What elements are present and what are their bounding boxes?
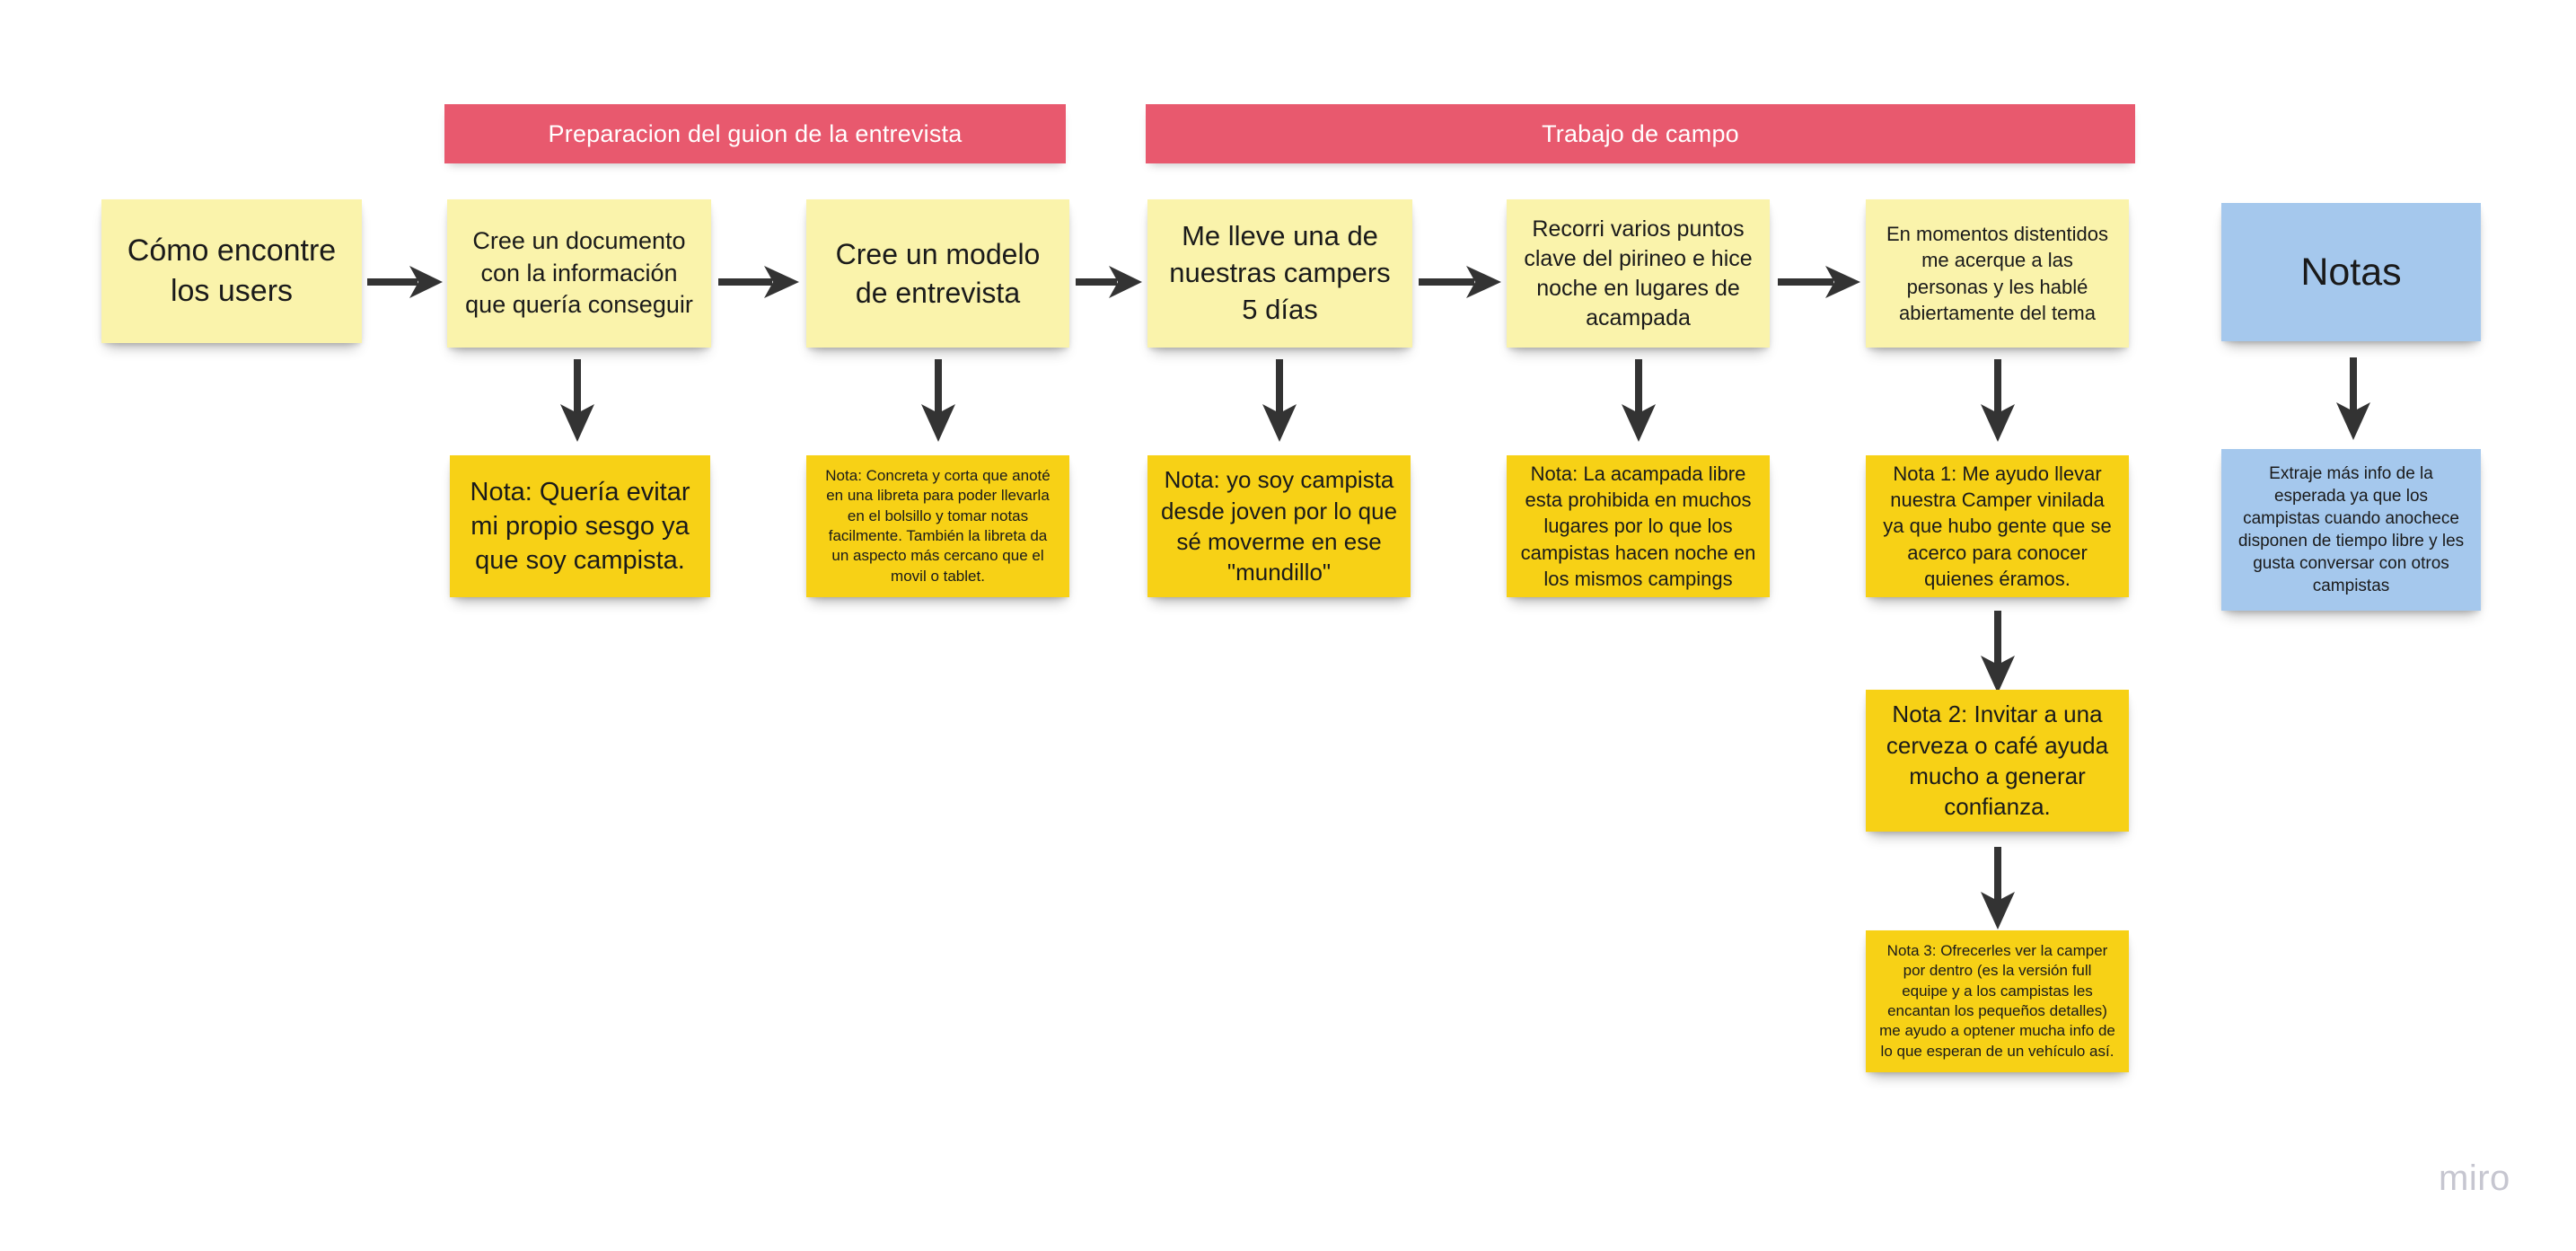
note-card-nota-acampada-label: Nota: La acampada libre esta prohibida e… [1520,463,1756,590]
section-banner-preparacion-label: Preparacion del guion de la entrevista [548,119,963,147]
note-card-nota-2[interactable]: Nota 2: Invitar a una cerveza o café ayu… [1866,690,2129,832]
arrow-down-pirineo-to-nota-acampada [1618,359,1659,442]
card-step-campers-label: Me lleve una de nuestras campers 5 días [1169,220,1391,325]
note-card-nota-3-label: Nota 3: Ofrecerles ver la camper por den… [1879,941,2115,1060]
card-step-modelo-label: Cree un modelo de entrevista [835,238,1041,309]
miro-watermark: miro [2439,1158,2510,1198]
card-step-distentidos-label: En momentos distentidos me acerque a las… [1886,223,2109,324]
note-card-nota-2-label: Nota 2: Invitar a una cerveza o café ayu… [1886,700,2109,821]
card-step-modelo[interactable]: Cree un modelo de entrevista [806,199,1069,348]
arrow-right-start-to-documento [367,262,443,302]
card-start[interactable]: Cómo encontre los users [101,199,362,343]
arrow-down-notas-to-nota-azul [2333,357,2374,440]
arrow-down-modelo-to-nota-libreta [918,359,959,442]
arrow-right-modelo-to-campers [1076,262,1142,302]
section-banner-preparacion[interactable]: Preparacion del guion de la entrevista [444,104,1066,163]
note-card-nota-libreta-label: Nota: Concreta y corta que anoté en una … [825,466,1051,585]
note-card-nota-azul-label: Extraje más info de la esperada ya que l… [2238,463,2465,596]
card-start-label: Cómo encontre los users [127,233,337,308]
note-card-nota-1[interactable]: Nota 1: Me ayudo llevar nuestra Camper v… [1866,455,2129,597]
note-card-nota-acampada[interactable]: Nota: La acampada libre esta prohibida e… [1507,455,1770,597]
section-banner-trabajo-label: Trabajo de campo [1542,119,1739,147]
card-step-pirineo[interactable]: Recorri varios puntos clave del pirineo … [1507,199,1770,348]
arrow-down-nota-1-to-nota-2 [1977,611,2018,693]
arrow-down-campers-to-nota-campista [1259,359,1300,442]
card-notas-title[interactable]: Notas [2221,203,2481,341]
note-card-nota-1-label: Nota 1: Me ayudo llevar nuestra Camper v… [1883,463,2112,590]
arrow-down-distentidos-to-nota-1 [1977,359,2018,442]
note-card-nota-campista-label: Nota: yo soy campista desde joven por lo… [1160,466,1398,586]
card-step-distentidos[interactable]: En momentos distentidos me acerque a las… [1866,199,2129,348]
arrow-down-documento-to-nota-sesgo [557,359,598,442]
note-card-nota-campista[interactable]: Nota: yo soy campista desde joven por lo… [1147,455,1411,597]
note-card-nota-sesgo[interactable]: Nota: Quería evitar mi propio sesgo ya q… [450,455,710,597]
section-banner-trabajo[interactable]: Trabajo de campo [1146,104,2135,163]
note-card-nota-3[interactable]: Nota 3: Ofrecerles ver la camper por den… [1866,930,2129,1072]
note-card-nota-azul[interactable]: Extraje más info de la esperada ya que l… [2221,449,2481,611]
arrow-down-nota-2-to-nota-3 [1977,847,2018,929]
arrow-right-campers-to-pirineo [1419,262,1501,302]
card-step-campers[interactable]: Me lleve una de nuestras campers 5 días [1147,199,1412,348]
note-card-nota-sesgo-label: Nota: Quería evitar mi propio sesgo ya q… [470,477,690,576]
arrow-right-documento-to-modelo [718,262,799,302]
note-card-nota-libreta[interactable]: Nota: Concreta y corta que anoté en una … [806,455,1069,597]
card-step-documento-label: Cree un documento con la información que… [465,227,693,319]
card-step-documento[interactable]: Cree un documento con la información que… [447,199,711,348]
card-step-pirineo-label: Recorri varios puntos clave del pirineo … [1524,216,1753,330]
card-notas-title-label: Notas [2300,250,2402,294]
arrow-right-pirineo-to-distentidos [1778,262,1860,302]
